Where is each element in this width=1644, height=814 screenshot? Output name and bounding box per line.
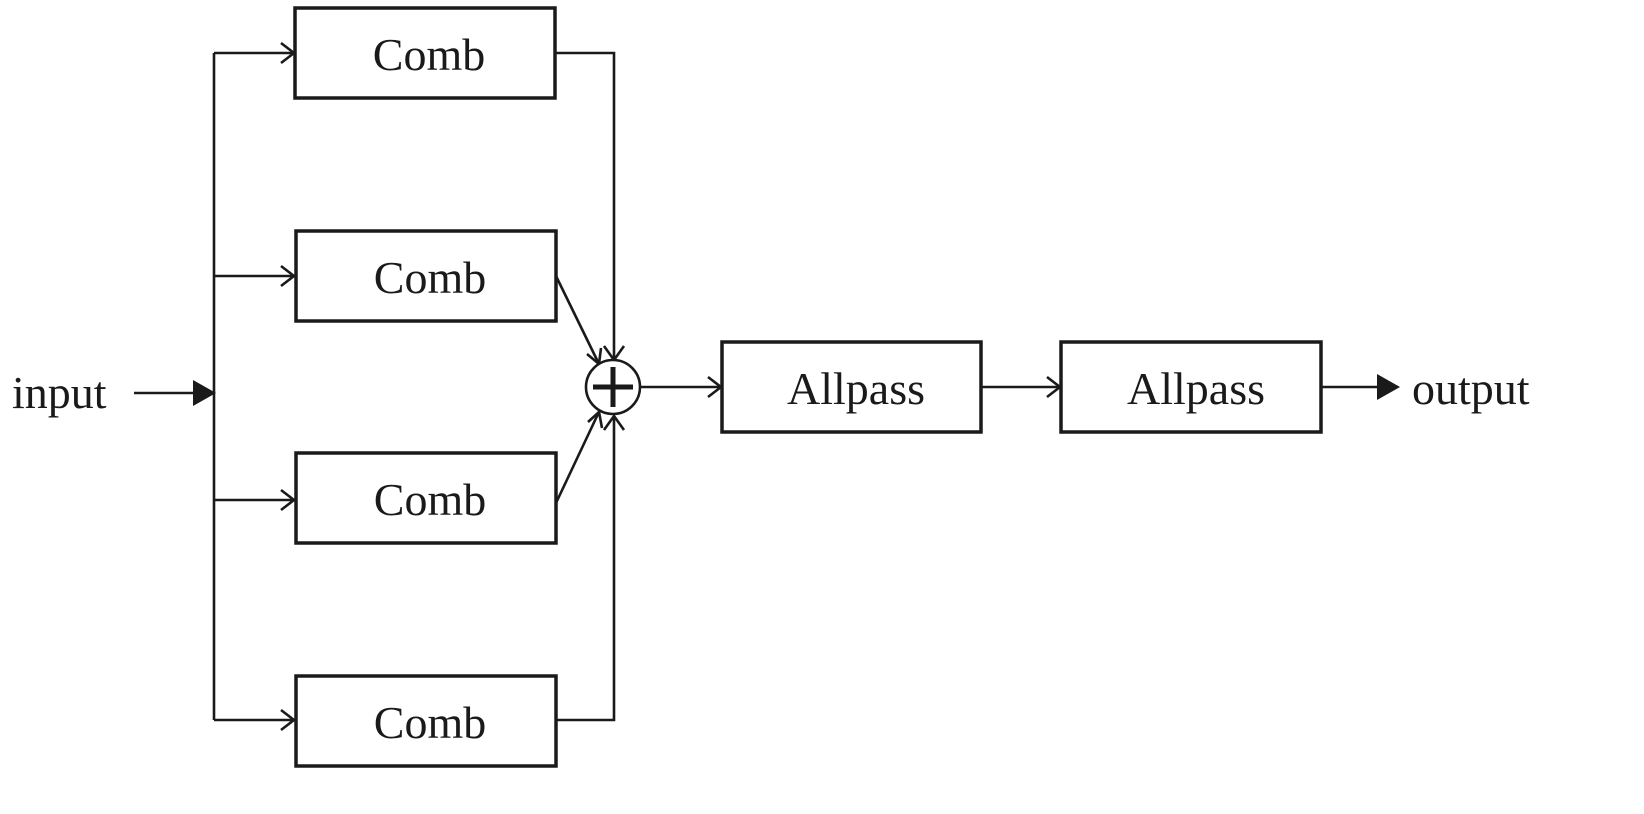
- comb-filter-3: Comb: [294, 451, 558, 545]
- comb-filter-2: Comb: [294, 229, 558, 323]
- allpass-to-allpass-arrow: [981, 375, 1063, 399]
- comb-filter-3-label: Comb: [374, 474, 486, 525]
- allpass-filter-1: Allpass: [720, 340, 983, 434]
- input-label: input: [12, 367, 107, 418]
- comb-filter-4: Comb: [294, 674, 558, 768]
- summing-junction: [584, 358, 642, 416]
- allpass-filter-2: Allpass: [1059, 340, 1323, 434]
- allpass-filter-2-label: Allpass: [1127, 363, 1265, 414]
- output-label: output: [1412, 363, 1530, 414]
- allpass-filter-1-label: Allpass: [787, 363, 925, 414]
- comb-to-summer-wires: [554, 51, 626, 722]
- comb-filter-1: Comb: [293, 6, 557, 100]
- output-arrow: [1321, 374, 1400, 400]
- comb-filter-1-label: Comb: [373, 29, 485, 80]
- comb-filter-4-label: Comb: [374, 697, 486, 748]
- input-splitter-bus: [212, 41, 297, 732]
- input-arrow: [134, 380, 216, 406]
- comb-filter-2-label: Comb: [374, 252, 486, 303]
- summer-to-allpass-arrow: [640, 375, 724, 399]
